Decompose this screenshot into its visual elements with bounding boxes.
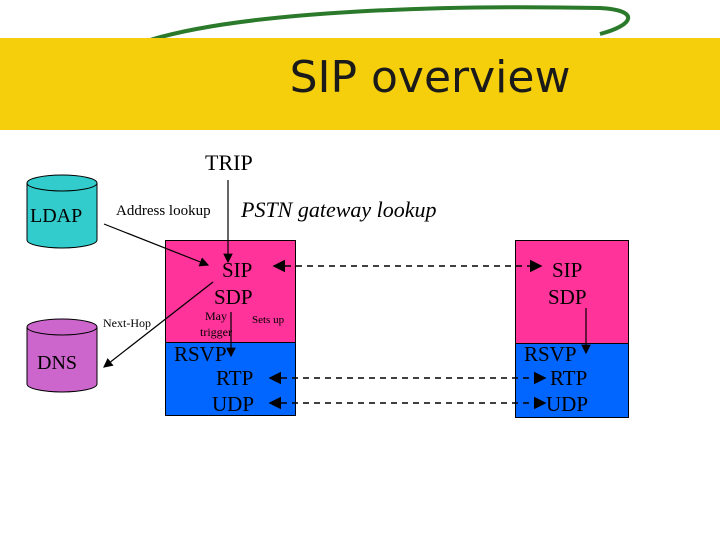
left-sdp-label: SDP <box>214 285 253 309</box>
pstn-lookup-label: PSTN gateway lookup <box>241 197 437 222</box>
right-udp-label: UDP <box>546 392 589 416</box>
right-sdp-label: SDP <box>548 285 587 309</box>
dns-label: DNS <box>37 352 78 374</box>
sets-up-label: Sets up <box>252 314 285 326</box>
title-band <box>0 38 720 130</box>
may-label: May <box>205 309 227 323</box>
trigger-label: trigger <box>200 325 232 339</box>
ldap-label: LDAP <box>30 205 83 227</box>
left-rtp-label: RTP <box>216 366 254 390</box>
right-signaling-layer <box>515 240 629 345</box>
address-lookup-label: Address lookup <box>116 203 211 219</box>
right-sip-label: SIP <box>552 258 583 282</box>
next-hop-label: Next-Hop <box>103 316 151 330</box>
trip-label: TRIP <box>205 150 253 175</box>
left-udp-label: UDP <box>212 392 255 416</box>
right-rtp-label: RTP <box>550 366 588 390</box>
left-sip-label: SIP <box>222 258 253 282</box>
page-title: SIP overview <box>289 52 571 103</box>
right-rsvp-label: RSVP <box>524 342 577 366</box>
left-rsvp-label: RSVP <box>174 342 227 366</box>
